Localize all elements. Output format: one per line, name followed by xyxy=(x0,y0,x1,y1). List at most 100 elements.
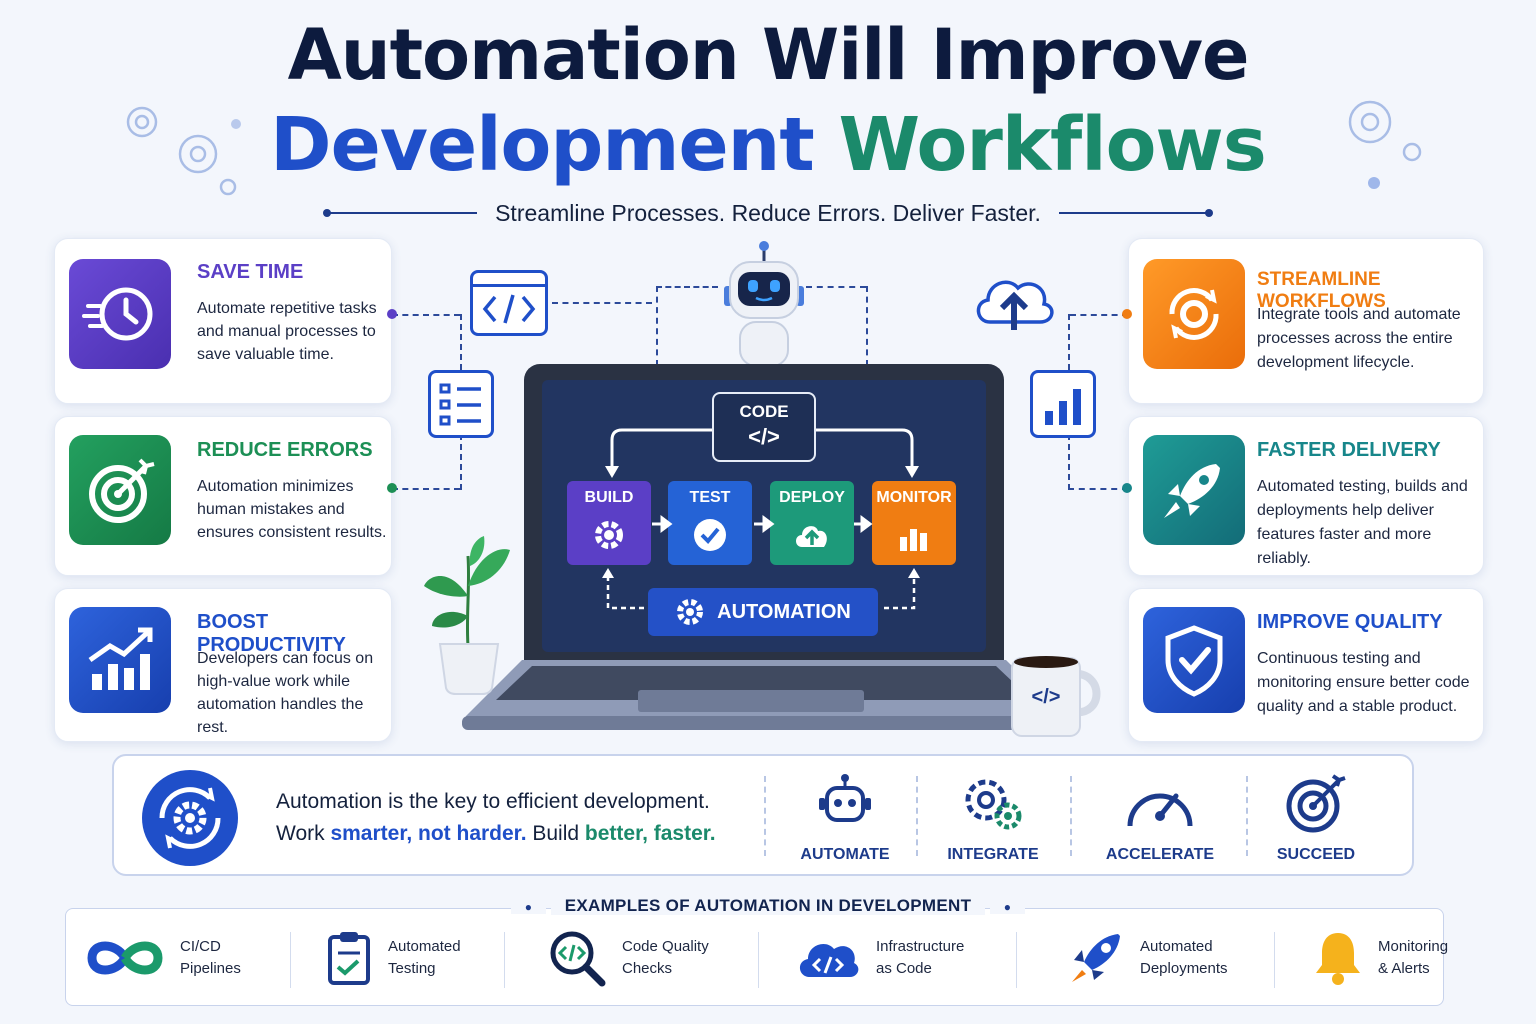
card-title: SAVE TIME xyxy=(197,261,304,283)
speedometer-icon xyxy=(1127,793,1193,827)
card-save-time: SAVE TIME Automate repetitive tasks and … xyxy=(54,238,392,404)
automation-cycle-icon xyxy=(142,770,238,866)
laptop-keyboard-base xyxy=(462,660,1066,730)
example-label-line2: Checks xyxy=(622,960,673,977)
decorative-gears-left xyxy=(126,106,241,196)
examples-heading: ● EXAMPLES OF AUTOMATION IN DEVELOPMENT … xyxy=(0,896,1536,916)
banner-highlight-green: better, faster. xyxy=(584,822,716,845)
stage-label: DEPLOY xyxy=(779,489,845,506)
connector xyxy=(1070,314,1128,316)
banner-line2: Work smarter, not harder. Build better, … xyxy=(276,818,716,850)
banner-line1: Automation is the key to efficient devel… xyxy=(276,790,710,813)
stage-label: TEST xyxy=(689,489,731,506)
banner-text-fragment: Build xyxy=(526,822,585,845)
banner-divider xyxy=(764,776,766,856)
banner-text-fragment: Work xyxy=(276,822,331,845)
pillar-integrate: INTEGRATE xyxy=(928,772,1058,868)
bell-icon xyxy=(1316,933,1360,985)
cloud-code-icon xyxy=(799,944,859,977)
stage-build: BUILD xyxy=(567,481,651,565)
card-improve-quality: IMPROVE QUALITY Continuous testing and m… xyxy=(1128,588,1484,742)
gear-cycle-icon xyxy=(1143,259,1245,369)
card-boost-productivity: BOOST PRODUCTIVITY Developers can focus … xyxy=(54,588,392,742)
example-label: CI/CD Pipelines xyxy=(180,936,290,980)
example-label-line2: Pipelines xyxy=(180,960,241,977)
example-label-line2: Testing xyxy=(388,960,436,977)
card-title: STREAMLINE WORKFLOWS xyxy=(1257,269,1386,312)
banner-divider xyxy=(916,776,918,856)
card-description: Developers can focus on high-value work … xyxy=(197,650,374,736)
cloud-upload-icon xyxy=(796,526,827,547)
example-divider xyxy=(290,932,291,988)
example-label-line1: Code Quality xyxy=(622,938,709,955)
check-icon xyxy=(694,519,726,551)
example-label: Infrastructure as Code xyxy=(876,936,986,980)
mug-code-symbol: </> xyxy=(1031,686,1061,708)
connector-dot xyxy=(387,309,397,319)
example-label-line1: Automated xyxy=(388,938,461,955)
connector-dot xyxy=(1122,309,1132,319)
card-reduce-errors: REDUCE ERRORS Automation minimizes human… xyxy=(54,416,392,576)
card-description: Continuous testing and monitoring ensure… xyxy=(1257,650,1470,715)
banner-highlight-blue: smarter, not harder. xyxy=(330,822,527,845)
checklist-icon xyxy=(428,370,494,438)
gear-icon xyxy=(677,599,704,625)
subtitle-divider-right xyxy=(1058,209,1213,217)
card-title: FASTER DELIVERY xyxy=(1257,439,1441,461)
example-label-line1: CI/CD xyxy=(180,938,221,955)
connector xyxy=(866,286,868,366)
coffee-mug-icon xyxy=(1011,656,1101,737)
automation-bar: AUTOMATION xyxy=(648,588,878,636)
title-word-development: Development xyxy=(270,102,815,188)
example-label-line2: Deployments xyxy=(1140,960,1228,977)
cloud-upload-icon xyxy=(976,280,1054,330)
card-description: Automated testing, builds and deployment… xyxy=(1257,478,1468,567)
example-label-line1: Infrastructure xyxy=(876,938,965,955)
example-label-line1: Monitoring xyxy=(1378,938,1449,955)
automation-label: AUTOMATION xyxy=(717,600,851,623)
pillar-succeed: SUCCEED xyxy=(1264,772,1368,868)
card-title: BOOST PRODUCTIVITY xyxy=(197,611,346,656)
code-symbol: </> xyxy=(748,424,780,449)
connector xyxy=(806,286,866,288)
clipboard-check-icon xyxy=(328,932,370,985)
example-monitoring-alerts: Monitoring & Alerts xyxy=(1314,926,1468,990)
example-divider xyxy=(1016,932,1017,988)
subtitle-divider-left xyxy=(323,209,478,217)
card-description: Automation minimizes human mistakes and … xyxy=(197,478,387,541)
pillar-automate: AUTOMATE xyxy=(780,772,910,868)
example-label-line2: as Code xyxy=(876,960,932,977)
example-label: Monitoring & Alerts xyxy=(1378,936,1468,980)
rocket-icon xyxy=(1143,435,1245,545)
example-infrastructure-as-code: Infrastructure as Code xyxy=(796,926,986,990)
connector xyxy=(392,314,460,316)
card-title: REDUCE ERRORS xyxy=(197,439,373,461)
title-word-workflows: Workflows xyxy=(838,102,1267,188)
target-icon xyxy=(1286,774,1346,833)
stage-label: BUILD xyxy=(584,489,634,506)
robot-mascot-icon xyxy=(724,241,804,367)
stage-deploy: DEPLOY xyxy=(770,481,854,565)
pipeline-arrows-top xyxy=(605,428,919,478)
page-title-line1: Automation Will Improve xyxy=(287,14,1250,96)
pillar-label: AUTOMATE xyxy=(800,846,890,863)
stage-monitor: MONITOR xyxy=(872,481,956,565)
robot-icon xyxy=(819,774,871,822)
plant-decoration xyxy=(424,536,510,695)
example-label-line2: & Alerts xyxy=(1378,960,1430,977)
gear-icon xyxy=(595,521,623,549)
banner-message: Automation is the key to efficient devel… xyxy=(276,786,716,850)
pillar-label: ACCELERATE xyxy=(1105,846,1215,863)
connector-dot xyxy=(387,483,397,493)
card-description: Integrate tools and automate processes a… xyxy=(1257,306,1461,371)
example-divider xyxy=(504,932,505,988)
stage-arrows xyxy=(652,515,873,533)
pillar-accelerate: ACCELERATE xyxy=(1094,772,1226,868)
magnifier-code-icon xyxy=(550,931,606,987)
code-window-icon xyxy=(470,270,548,336)
gears-icon xyxy=(965,779,1022,830)
example-label-line1: Automated xyxy=(1140,938,1213,955)
